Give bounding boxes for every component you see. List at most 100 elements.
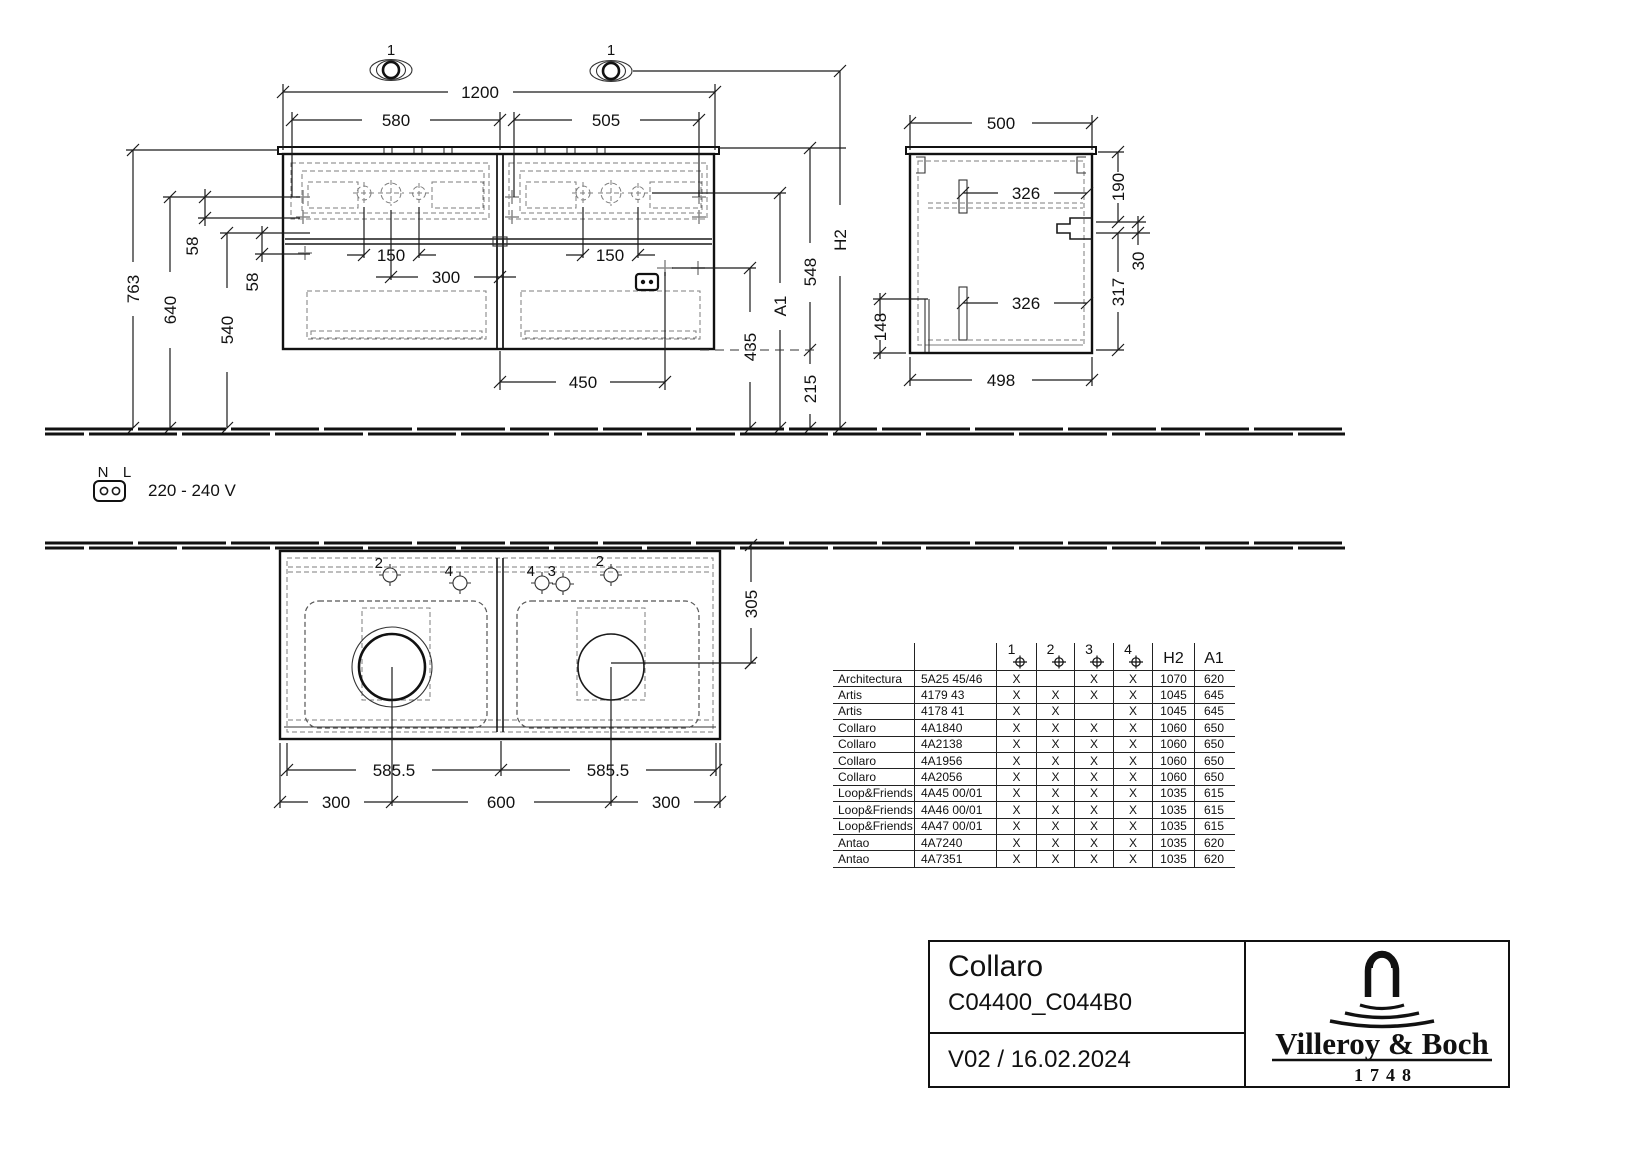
- dim-label: 580: [382, 111, 410, 130]
- tap-hole-marker-right-icon: 1: [589, 42, 840, 83]
- water-waves-icon: [1329, 1003, 1435, 1029]
- dim-label: 640: [161, 296, 180, 324]
- dim-label: 498: [987, 371, 1015, 390]
- hole3-cell: X: [1075, 834, 1114, 851]
- h2-value-cell: 1045: [1153, 703, 1195, 720]
- dim-548: 548: [719, 141, 846, 357]
- plan-view: 2 4 4 3 2 305 585.5 585.5 300 600 300: [273, 538, 761, 812]
- dim-label: 505: [592, 111, 620, 130]
- a1-value-cell: 650: [1203, 770, 1225, 785]
- hole1-cell: X: [997, 802, 1037, 818]
- header-a1: A1: [1195, 643, 1233, 670]
- front-left-drawer-interior: [290, 162, 490, 340]
- tap-arch-icon: [1364, 950, 1400, 997]
- dim-640: 640: [161, 190, 300, 435]
- series-name-cell: Collaro: [833, 752, 915, 769]
- marker-label: 4: [527, 563, 535, 580]
- h2-label: H2: [1163, 650, 1184, 667]
- dim-label: 215: [801, 375, 820, 403]
- dim-30: 30: [1096, 215, 1150, 271]
- title-block: Collaro C04400_C044B0 V02 / 16.02.2024 V…: [928, 940, 1510, 1088]
- article-number-cell: 4A2138: [915, 736, 997, 752]
- h2-value-cell: 1035: [1153, 851, 1195, 867]
- title-block-text: Collaro C04400_C044B0 V02 / 16.02.2024: [930, 942, 1246, 1086]
- table-row: Collaro 4A2056 X X X X 1060 650: [833, 769, 1235, 786]
- dim-305: 305: [742, 538, 761, 670]
- hole4-cell: X: [1114, 785, 1153, 802]
- h2-value-cell: 1060: [1153, 736, 1195, 752]
- hole3-cell: X: [1075, 736, 1114, 752]
- dim-label: 600: [487, 793, 515, 812]
- a1-value-cell: 620: [1203, 671, 1225, 686]
- brand-panel: Villeroy & Boch 1748: [1246, 942, 1508, 1086]
- dim-326-upper: 326: [956, 184, 1094, 203]
- series-name-cell: Artis: [833, 687, 915, 703]
- marker-label: 2: [596, 553, 604, 570]
- a1-value-cell: 645: [1203, 688, 1225, 703]
- hole2-cell: X: [1037, 752, 1075, 769]
- hole2-cell: X: [1037, 736, 1075, 752]
- a1-value-cell: 645: [1203, 704, 1225, 719]
- col-number: 2: [1046, 641, 1055, 657]
- table-row: Architectura 5A25 45/46 X X X 1070 620: [833, 671, 1235, 688]
- h2-value-cell: 1035: [1153, 818, 1195, 834]
- dim-326-lower: 326: [956, 294, 1094, 313]
- side-view: 500 326 326 190 30: [871, 114, 1150, 390]
- dim-label: 540: [218, 316, 237, 344]
- article-number-cell: 4A2056: [915, 769, 997, 785]
- hole2-cell: X: [1037, 851, 1075, 867]
- dim-label: 300: [652, 793, 680, 812]
- outlet-n-label: N: [98, 464, 109, 481]
- villeroy-boch-logo-icon: Villeroy & Boch 1748: [1272, 950, 1492, 1085]
- hole3-cell: X: [1075, 671, 1114, 687]
- brand-name: Villeroy & Boch: [1275, 1026, 1489, 1061]
- front-cabinet-body: [281, 152, 716, 351]
- compatibility-table: 1 2 3 4 H2 A1 Architectura 5A25 45/46 X …: [833, 641, 1235, 868]
- dim-h2: H2: [831, 64, 850, 435]
- wall-line: [45, 541, 1345, 550]
- hole4-cell: X: [1114, 687, 1153, 703]
- dim-58-lower: 58: [243, 226, 310, 291]
- dim-label: 450: [569, 373, 597, 392]
- hole4-cell: X: [1114, 851, 1153, 867]
- table-row: Loop&Friends 4A45 00/01 X X X X 1035 615: [833, 785, 1235, 803]
- hole1-cell: X: [997, 703, 1037, 720]
- hole3-cell: X: [1075, 785, 1114, 802]
- dim-label: 148: [871, 313, 890, 341]
- hole1-cell: X: [997, 769, 1037, 785]
- dim-585-row: 585.5 585.5: [280, 741, 723, 780]
- hole3-cell: X: [1075, 851, 1114, 867]
- header-series: [833, 643, 915, 670]
- dim-763: 763: [124, 143, 278, 435]
- dim-540: 540: [218, 226, 310, 435]
- dim-label: 585.5: [373, 761, 416, 780]
- floor-line: [45, 427, 1345, 436]
- col-number: 3: [1085, 641, 1093, 657]
- hole3-cell: X: [1075, 818, 1114, 834]
- hole2-cell: X: [1037, 834, 1075, 851]
- series-name-cell: Collaro: [833, 769, 915, 785]
- dim-label: A1: [771, 296, 790, 317]
- article-number-cell: 4178 41: [915, 703, 997, 720]
- marker-label: 4: [445, 563, 453, 580]
- h2-value-cell: 1035: [1153, 802, 1195, 818]
- header-col-3: 3: [1075, 641, 1114, 670]
- h2-value-cell: 1045: [1153, 687, 1195, 703]
- article-number-cell: 4A1956: [915, 752, 997, 769]
- dim-label: 317: [1109, 278, 1128, 306]
- hole2-cell: X: [1037, 703, 1075, 720]
- dim-580: 580: [285, 111, 507, 197]
- header-col-2: 2: [1037, 641, 1075, 670]
- dim-label: 30: [1129, 252, 1148, 271]
- hole4-cell: X: [1114, 769, 1153, 785]
- drill-point-icon: [1051, 655, 1066, 669]
- front-drawer-split: [285, 238, 712, 245]
- hole1-cell: X: [997, 834, 1037, 851]
- series-name-cell: Collaro: [833, 720, 915, 736]
- hole2-cell: X: [1037, 802, 1075, 818]
- series-name-cell: Loop&Friends: [833, 802, 915, 818]
- front-view: 1 1: [124, 42, 850, 435]
- series-name-cell: Antao: [833, 834, 915, 851]
- table-row: Collaro 4A1840 X X X X 1060 650: [833, 720, 1235, 737]
- h2-value-cell: 1060: [1153, 769, 1195, 785]
